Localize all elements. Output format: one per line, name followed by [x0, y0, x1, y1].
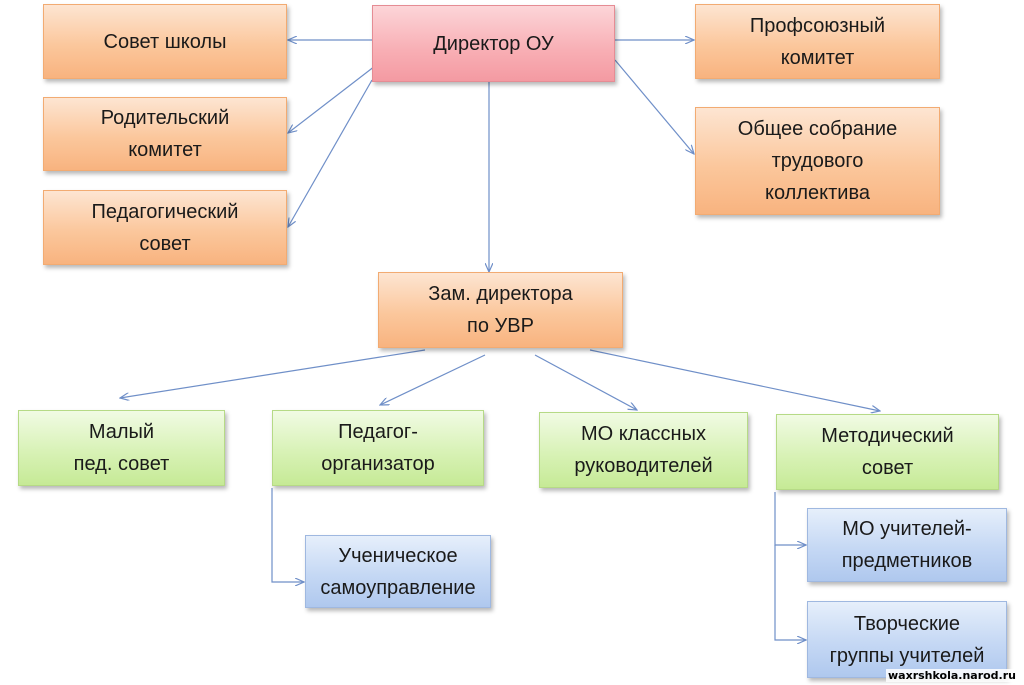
link-deputy-small-council: [120, 349, 426, 398]
student-gov-label-2: самоуправление: [320, 576, 476, 599]
mo-subject-label-1: МО учителей-: [842, 518, 972, 540]
small-council-label-2: пед. совет: [73, 453, 170, 475]
organizer-label-2: организатор: [321, 453, 435, 475]
parent-committee-label-1: Родительский: [100, 107, 230, 129]
watermark-text: waxrshkola.narod.ru: [886, 669, 1018, 682]
link-deputy-organizer: [380, 354, 486, 405]
general-meeting-label-1: Общее собрание: [737, 118, 898, 140]
union-committee-label-2: комитет: [780, 46, 855, 69]
student-gov-label-1: Ученическое: [338, 544, 458, 567]
ped-council-node: Педагогический совет: [43, 190, 287, 265]
link-director-general-meeting: [614, 59, 694, 154]
deputy-label-1: Зам. директора: [428, 283, 573, 305]
student-gov-node: Ученическое самоуправление: [305, 535, 491, 608]
method-council-label-2: совет: [861, 457, 914, 479]
general-meeting-label-2: трудового: [771, 150, 864, 172]
general-meeting-node: Общее собрание трудового коллектива: [695, 107, 940, 215]
method-council-label-1: Методический: [821, 425, 954, 447]
general-meeting-label-3: коллектива: [765, 182, 870, 204]
union-committee-label-1: Профсоюзный: [749, 14, 886, 37]
ped-council-label-1: Педагогический: [91, 200, 239, 223]
small-council-label-1: Малый: [88, 421, 155, 443]
mo-class-label-1: МО классных: [581, 423, 706, 445]
parent-committee-label-2: комитет: [128, 139, 202, 161]
creative-groups-node: Творческие группы учителей: [807, 601, 1007, 678]
ped-council-label-2: совет: [139, 232, 191, 255]
deputy-node: Зам. директора по УВР: [378, 272, 623, 348]
method-council-node: Методический совет: [776, 414, 999, 490]
link-organizer-student-gov: [271, 488, 304, 582]
mo-class-label-2: руководителей: [574, 455, 713, 477]
union-committee-node: Профсоюзный комитет: [695, 4, 940, 79]
link-method-council-mo-subject: [774, 492, 806, 545]
creative-groups-label-1: Творческие: [853, 612, 961, 635]
link-director-ped-council: [288, 79, 373, 227]
director-node: Директор ОУ: [372, 5, 615, 82]
director-label-1: Директор ОУ: [433, 32, 554, 55]
parent-committee-node: Родительский комитет: [43, 97, 287, 171]
link-deputy-method-council: [589, 349, 880, 411]
organizer-node: Педагог- организатор: [272, 410, 484, 486]
organizer-label-1: Педагог-: [338, 421, 418, 443]
link-deputy-mo-class: [534, 354, 637, 410]
deputy-label-2: по УВР: [467, 315, 534, 337]
mo-class-node: МО классных руководителей: [539, 412, 748, 488]
link-director-parent-committee: [288, 65, 376, 133]
mo-subject-node: МО учителей- предметников: [807, 508, 1007, 582]
creative-groups-label-2: группы учителей: [829, 644, 985, 667]
mo-subject-label-2: предметников: [841, 550, 973, 572]
small-council-node: Малый пед. совет: [18, 410, 225, 486]
school-council-label-1: Совет школы: [103, 30, 227, 53]
link-method-council-creative-groups: [774, 545, 806, 640]
school-council-node: Совет школы: [43, 4, 287, 79]
